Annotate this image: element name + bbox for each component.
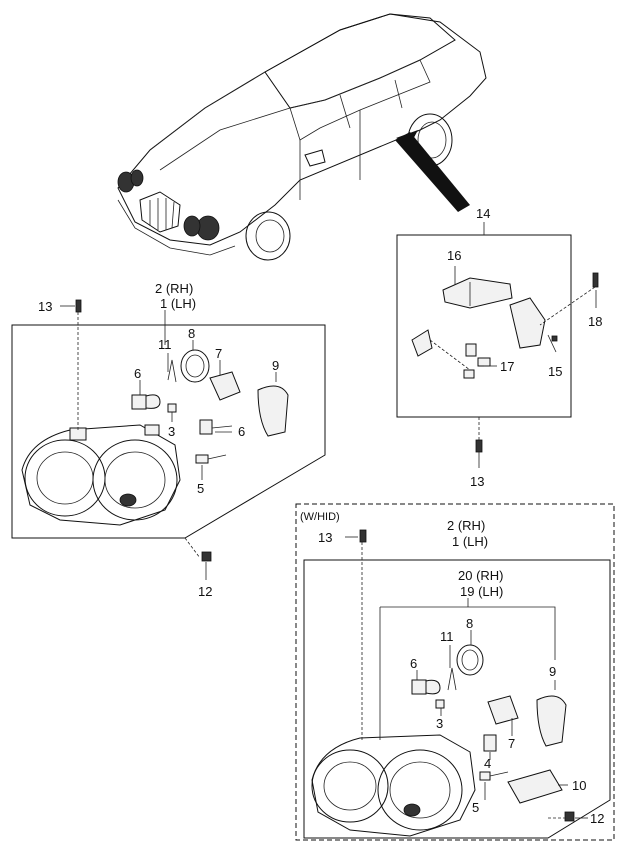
label-hid-12: 12 xyxy=(590,811,604,826)
label-6b: 6 xyxy=(238,424,245,439)
label-hid-tag: (W/HID) xyxy=(300,511,340,523)
hid-headlamp-housing-icon xyxy=(311,734,476,837)
label-13-left: 13 xyxy=(38,299,52,314)
label-hid-6: 6 xyxy=(410,656,417,671)
label-hid-20-rh: 20 (RH) xyxy=(458,568,504,583)
label-17: 17 xyxy=(500,359,514,374)
standard-headlamp-group xyxy=(11,299,326,580)
hid-headlamp-group xyxy=(295,503,615,841)
callout-labels: 2 (RH) 1 (LH) 13 11 8 7 9 6 3 6 5 12 14 … xyxy=(38,206,604,826)
label-14: 14 xyxy=(476,206,490,221)
label-3: 3 xyxy=(168,424,175,439)
leveling-unit-group xyxy=(396,222,599,468)
label-2-rh: 2 (RH) xyxy=(155,281,193,296)
label-hid-2-rh: 2 (RH) xyxy=(447,518,485,533)
label-hid-5: 5 xyxy=(472,800,479,815)
label-hid-9: 9 xyxy=(549,664,556,679)
label-1-lh: 1 (LH) xyxy=(160,296,196,311)
label-11: 11 xyxy=(158,337,172,352)
label-6: 6 xyxy=(134,366,141,381)
label-hid-19-lh: 19 (LH) xyxy=(460,584,503,599)
label-16: 16 xyxy=(447,248,461,263)
label-15: 15 xyxy=(548,364,562,379)
label-hid-7: 7 xyxy=(508,736,515,751)
label-hid-3: 3 xyxy=(436,716,443,731)
label-9: 9 xyxy=(272,358,279,373)
label-hid-11: 11 xyxy=(440,629,454,644)
headlamp-housing-icon xyxy=(21,424,181,526)
label-12-left: 12 xyxy=(198,584,212,599)
label-18: 18 xyxy=(588,314,602,329)
label-hid-1-lh: 1 (LH) xyxy=(452,534,488,549)
label-7: 7 xyxy=(215,346,222,361)
sedan-illustration xyxy=(117,13,487,261)
leveling-motor-icon xyxy=(442,266,513,309)
cap-ring-icon xyxy=(180,349,210,383)
bulb-icon xyxy=(131,394,161,410)
label-13-mid: 13 xyxy=(470,474,484,489)
label-5: 5 xyxy=(197,481,204,496)
label-8: 8 xyxy=(188,326,195,341)
label-hid-13: 13 xyxy=(318,530,332,545)
label-hid-4: 4 xyxy=(484,756,491,771)
label-hid-10: 10 xyxy=(572,778,586,793)
label-hid-8: 8 xyxy=(466,616,473,631)
